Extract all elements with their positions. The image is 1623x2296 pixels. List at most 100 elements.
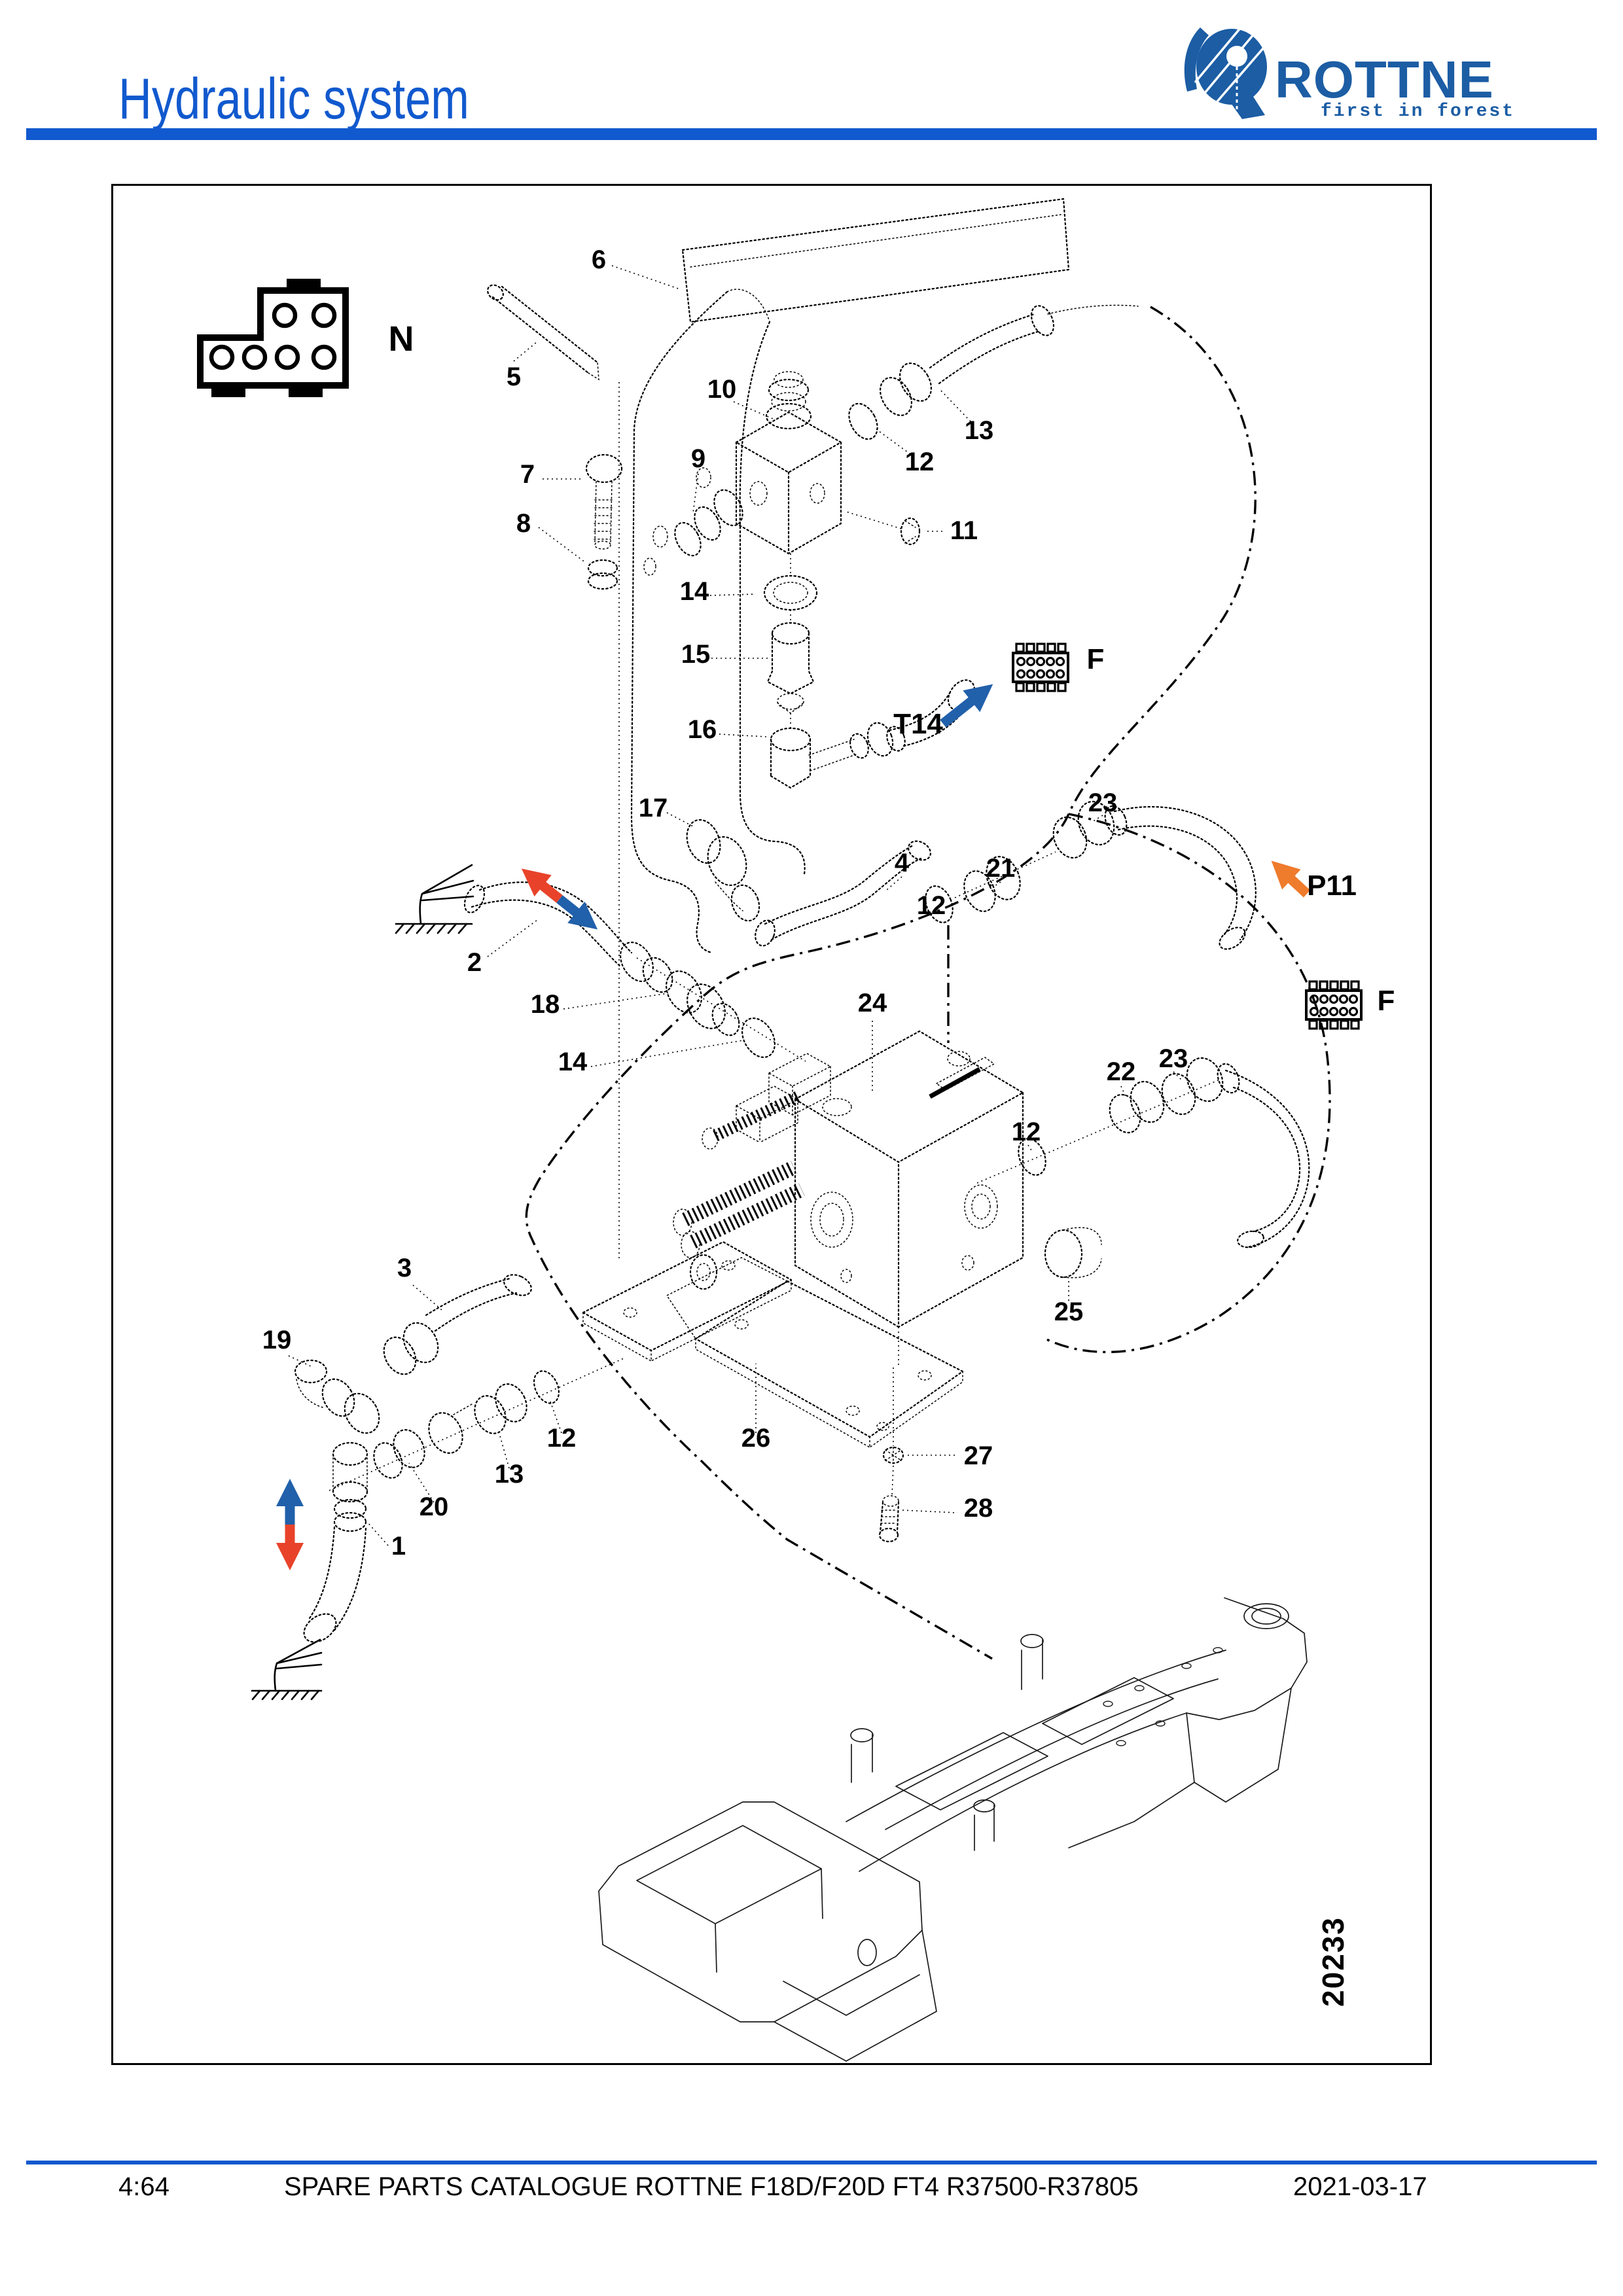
part-26-plate — [582, 1241, 964, 1449]
callout-6: 6 — [592, 245, 606, 274]
part-5-pin — [487, 284, 599, 381]
brand-tagline: first in forest — [1321, 101, 1515, 122]
connector-f-icon-1 — [1012, 643, 1069, 692]
footer-date: 2021-03-17 — [1293, 2172, 1427, 2201]
callout-19: 19 — [262, 1326, 292, 1354]
part-1-hose — [303, 1441, 389, 1643]
hose-p11 — [1104, 805, 1257, 950]
callout-14: 14 — [558, 1048, 588, 1076]
callout-12: 12 — [905, 448, 935, 476]
exploded-diagram: N65101312978111415F16T141723421P11122182… — [197, 198, 1395, 2062]
callout-5: 5 — [507, 362, 521, 391]
callout-26: 26 — [741, 1424, 771, 1453]
callout-f: F — [1378, 985, 1395, 1017]
direction-arrows — [276, 684, 1311, 1570]
callout-28: 28 — [964, 1494, 993, 1523]
callout-7: 7 — [520, 460, 535, 489]
callout-14: 14 — [680, 577, 709, 606]
callout-n: N — [389, 319, 414, 359]
flow-arrow-orange-nw — [1271, 860, 1311, 898]
footer-rule — [26, 2161, 1597, 2164]
hose-routing-lines — [525, 306, 1331, 1660]
callout-17: 17 — [639, 794, 668, 822]
callout-27: 27 — [964, 1441, 993, 1470]
callout-16: 16 — [688, 715, 717, 744]
connector-f-icon-2 — [1305, 980, 1363, 1030]
footer-page-ref: 4:64 — [118, 2172, 169, 2201]
page-title: Hydraulic system — [118, 66, 469, 131]
callout-p11: P11 — [1307, 870, 1357, 902]
part-23-elbow-lower — [1161, 1057, 1224, 1116]
bracket-part — [630, 289, 806, 954]
brand-text: ROTTNE — [1275, 50, 1494, 109]
callout-4: 4 — [895, 849, 910, 877]
callout-23: 23 — [1159, 1044, 1188, 1073]
callout-12: 12 — [1012, 1118, 1041, 1146]
callout-t14: T14 — [893, 708, 943, 740]
connector-n-icon — [197, 279, 349, 397]
callout-2: 2 — [467, 948, 482, 977]
part-21-fitting — [954, 851, 1056, 912]
part-28-bolt — [878, 1465, 958, 1543]
callout-20: 20 — [419, 1492, 449, 1521]
callout-24: 24 — [858, 989, 887, 1017]
callout-22: 22 — [1107, 1057, 1136, 1086]
footer-catalogue: SPARE PARTS CATALOGUE ROTTNE F18D/F20D F… — [284, 2172, 1139, 2201]
part-14-ring — [709, 574, 818, 611]
part-12-ring-lower — [1018, 1138, 1046, 1176]
part-15-fitting — [711, 610, 815, 728]
chassis-frame — [598, 1597, 1308, 2062]
callout-20233: 20233 — [1316, 1916, 1350, 2007]
rottne-logo: ROTTNE first in forest — [1184, 26, 1515, 122]
callout-13: 13 — [965, 416, 994, 445]
part-4-hose — [755, 840, 931, 947]
callout-3: 3 — [397, 1254, 412, 1282]
callout-f: F — [1087, 643, 1105, 675]
part-18-fitting — [563, 970, 740, 1036]
header-rule — [26, 128, 1597, 140]
callout-1: 1 — [391, 1532, 406, 1561]
hose-f-lower — [1217, 1063, 1310, 1248]
part-11-plug — [846, 511, 946, 546]
part-13-fitting-top — [880, 304, 1139, 422]
part-25-plug — [1044, 1227, 1102, 1301]
part-16-tee — [719, 722, 894, 789]
rottne-logo-icon — [1184, 26, 1267, 119]
part-7-bolt — [543, 453, 623, 550]
flow-arrow-blue-se — [556, 895, 598, 930]
callout-12: 12 — [917, 891, 946, 920]
part-6-blade — [611, 198, 1070, 323]
flow-arrow-red-nw — [521, 868, 563, 903]
exploded-parts — [288, 198, 1310, 1643]
part-12-ring-top — [848, 402, 911, 455]
part-10-valve-body — [733, 371, 842, 576]
part-27-nut — [882, 1368, 957, 1464]
callout-13: 13 — [495, 1460, 524, 1489]
callout-15: 15 — [681, 640, 711, 669]
callout-8: 8 — [516, 509, 531, 538]
part-23-elbow-upper — [1052, 800, 1115, 859]
callout-11: 11 — [950, 516, 978, 545]
callout-25: 25 — [1054, 1298, 1084, 1326]
callout-23: 23 — [1088, 788, 1118, 817]
callout-21: 21 — [986, 854, 1016, 883]
part-20-chain — [329, 1358, 624, 1503]
part-19-elbow — [288, 1355, 380, 1434]
callout-18: 18 — [531, 990, 560, 1019]
callout-10: 10 — [707, 375, 737, 404]
callout-12: 12 — [547, 1424, 577, 1453]
part-3-hose — [383, 1274, 532, 1375]
callout-9: 9 — [691, 444, 705, 473]
part-22-fitting — [976, 1076, 1226, 1184]
part-24-valve-block — [673, 1021, 1024, 1368]
part-14-ring-lower — [590, 957, 806, 1067]
flow-arrow-blue-ne — [940, 684, 993, 728]
part-8-washer — [538, 527, 618, 590]
part-17-elbow — [666, 812, 760, 922]
part-2-hose — [463, 881, 673, 993]
ground-symbol-2 — [251, 1638, 323, 1701]
ground-symbol-1 — [395, 864, 474, 934]
